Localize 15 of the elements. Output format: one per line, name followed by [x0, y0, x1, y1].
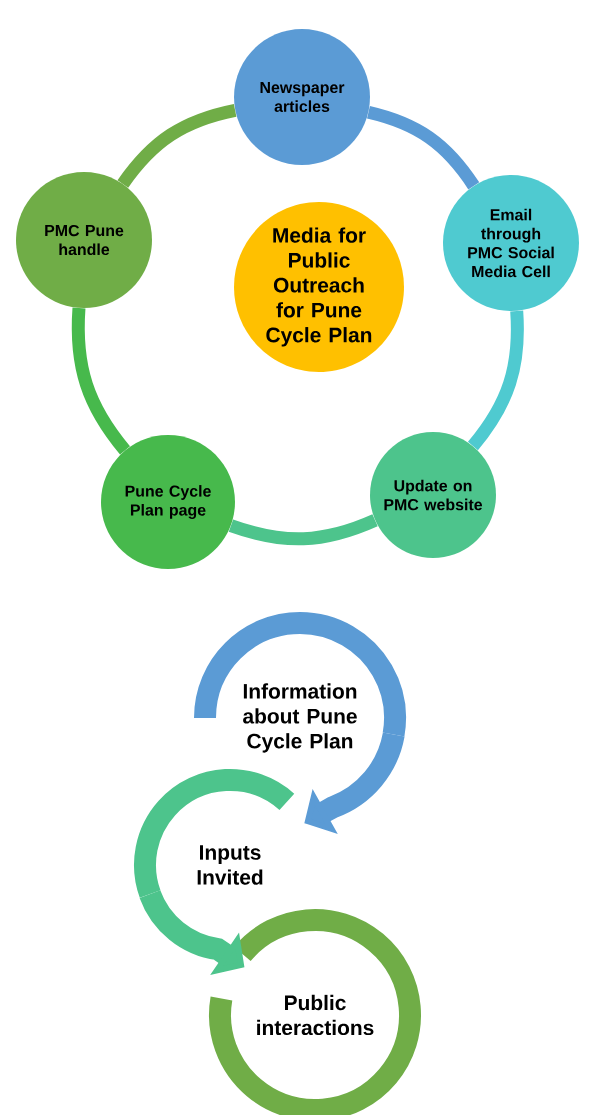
ring-node: Information about Pune Cycle Plan	[194, 612, 406, 753]
ring-node: Inputs Invited	[134, 769, 294, 898]
circle-node: Update on PMC website	[370, 432, 496, 558]
ring-arc	[71, 307, 131, 455]
circle-node: PMC Pune handle	[16, 172, 152, 308]
circle-node: Media for Public Outreach for Pune Cycle Plan	[234, 202, 404, 372]
ring-arc	[467, 310, 524, 451]
ring-arc	[366, 105, 480, 190]
circle-node: Email through PMC Social Media Cell	[443, 175, 579, 311]
circle-node: Pune Cycle Plan page	[101, 435, 235, 569]
circle-node: Newspaper articles	[234, 29, 370, 165]
ring-arc	[228, 514, 378, 546]
ring-node: Public interactions	[209, 909, 421, 1115]
ring-arc	[117, 103, 237, 188]
arrow	[304, 732, 405, 834]
